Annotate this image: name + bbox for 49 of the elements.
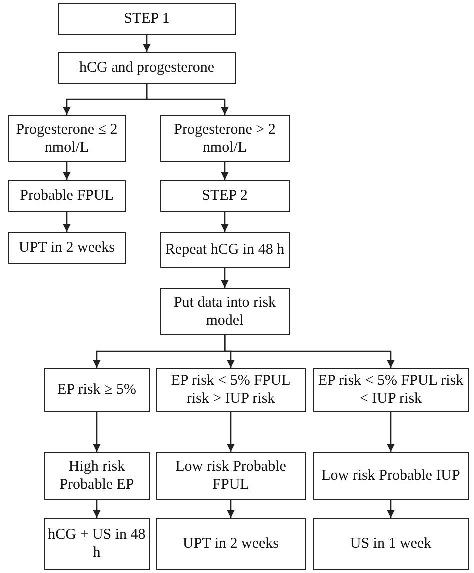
arrow [387,412,395,452]
process-box [58,3,236,35]
process-box [8,180,126,212]
arrow [93,412,101,452]
box-text: Repeat hCG in 48 h [165,241,285,259]
process-box [160,232,290,268]
process-box [44,452,150,500]
process-box [58,52,236,84]
box-text: Progesterone > 2 nmol/L [173,120,277,156]
box-text: UPT in 2 weeks [183,535,279,553]
process-box [8,115,126,162]
arrow [227,412,235,452]
arrow [221,212,229,232]
box-text: STEP 1 [124,10,170,28]
arrow [63,212,71,232]
process-box [156,452,306,500]
process-box [313,452,469,500]
arrow [146,84,229,115]
process-box [313,518,469,570]
box-text: EP risk ≥ 5% [58,381,136,399]
box-text: Put data into risk model [172,294,278,330]
box-text: STEP 2 [202,187,248,205]
process-box [8,232,126,264]
arrow [227,500,235,518]
arrow [93,500,101,518]
box-text: hCG + US in 48 h [48,526,146,562]
box-text: US in 1 week [350,535,432,553]
process-box [156,518,306,570]
arrow [221,268,229,288]
box-text: Progesterone ≤ 2 nmol/L [15,120,119,156]
box-text: hCG and progesterone [80,59,214,77]
process-box [160,115,290,162]
box-text: Low risk Probable FPUL [174,458,288,494]
box-text: EP risk < 5% FPUL risk < IUP risk [317,372,465,408]
arrow [221,162,229,180]
process-box [44,368,150,412]
arrow [143,35,151,52]
box-text: Probable FPUL [20,187,114,205]
box-text: High risk Probable EP [58,458,136,494]
box-text: EP risk < 5% FPUL risk > IUP risk [170,372,292,408]
process-box [160,288,290,335]
process-box [156,368,306,412]
process-box [160,180,290,212]
box-text: Low risk Probable IUP [322,467,460,485]
box-text: UPT in 2 weeks [19,239,115,257]
arrow [63,162,71,180]
process-box [44,518,150,570]
arrow [387,500,395,518]
arrow [224,335,395,368]
